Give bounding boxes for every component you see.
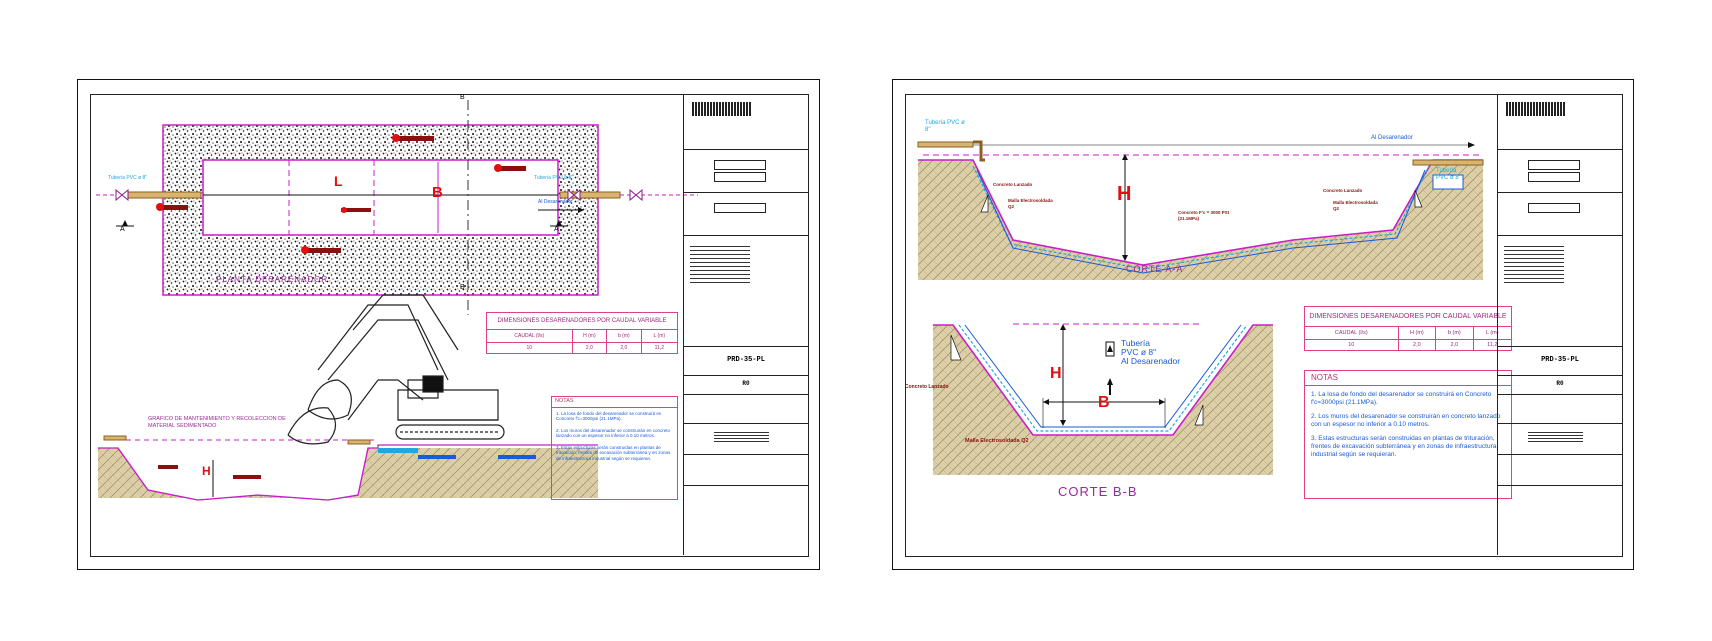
left-notes-box: NOTAS 1. La losa de fondo del desarenado… — [551, 396, 678, 500]
left-drawing-sheet: PLANTA DESARENADOR L B B B A A Tubería P… — [77, 79, 820, 570]
left-drawing-code: PRD-35-PL — [727, 356, 765, 364]
right-bb-dim-h: H — [1050, 365, 1062, 382]
right-dimensions-table: DIMENSIONES DESARENADORES POR CAUDAL VAR… — [1304, 306, 1512, 351]
right-bb-tuberia-1: Tubería — [1121, 338, 1150, 348]
left-dim-l: L — [334, 173, 343, 189]
right-table-data-row: 10 2,0 2,0 11,2 — [1305, 340, 1511, 350]
right-note-3: 3. Estas estructuras serán construidas e… — [1311, 435, 1497, 458]
right-table-cell-l: 11,2 — [1487, 342, 1498, 348]
left-note-3: 3. Estas estructuras serán construidas e… — [556, 444, 671, 461]
left-al-desarenador: Al Desarenador — [538, 199, 573, 205]
left-table-header-row: CAUDAL (l/s) H (m) b (m) L (m) — [487, 330, 678, 343]
right-note-1: 1. La losa de fondo del desarenador se c… — [1311, 391, 1492, 406]
left-notes-title: NOTAS — [552, 397, 677, 408]
right-sheet-inner-frame — [905, 94, 1623, 557]
right-aa-malla: Malla Electrosoldada Q2 — [1008, 198, 1053, 209]
left-section-a-left: A — [120, 226, 125, 233]
left-table-header-h: H (m) — [572, 330, 608, 343]
left-logo-block — [692, 102, 752, 116]
left-table-title: DIMENSIONES DESARENADORES POR CAUDAL VAR… — [487, 313, 677, 330]
right-bb-tuberia-2: PVC ø 8" — [1121, 347, 1157, 357]
left-tuberia-in: Tubería PVC ø 8" — [108, 175, 148, 181]
left-revision: R0 — [742, 380, 750, 387]
right-bb-concreto-lanzado: Concreto Lanzado — [905, 384, 949, 390]
left-note-1: 1. La losa de fondo del desarenador se c… — [556, 410, 662, 422]
left-plan-title: PLANTA DESARENADOR — [216, 275, 329, 284]
right-revision: R0 — [1556, 380, 1564, 387]
right-bb-dim-b: B — [1098, 394, 1110, 411]
right-table-cell-h: 2,0 — [1399, 340, 1437, 350]
left-section-b-top: B — [460, 94, 465, 101]
left-table-header-l: L (m) — [641, 330, 678, 343]
left-table-header-caudal: CAUDAL (l/s) — [487, 330, 573, 343]
right-note-2: 2. Los muros del desarenador se construi… — [1311, 413, 1501, 428]
left-sheet-inner-frame — [90, 94, 809, 557]
left-dim-h: H — [202, 464, 211, 478]
right-aa-concreto-fc: Concreto F'c = 3000 PSI (21.1MPa) — [1178, 210, 1229, 221]
left-title-block: PRD-35-PL R0 — [683, 94, 808, 555]
right-aa-al-desarenador: Al Desarenador — [1371, 135, 1413, 141]
right-aa-dim-h: H — [1117, 183, 1132, 205]
right-drawing-code: PRD-35-PL — [1541, 356, 1579, 364]
right-table-title: DIMENSIONES DESARENADORES POR CAUDAL VAR… — [1305, 307, 1511, 327]
right-bb-tuberia-3: Al Desarenador — [1121, 356, 1181, 366]
left-tuberia-out: Tubería PVC ø 8" — [534, 175, 574, 181]
right-notes-box: NOTAS 1. La losa de fondo del desarenado… — [1304, 370, 1512, 499]
right-table-header-b: b (m) — [1436, 327, 1474, 340]
right-notes-title: NOTAS — [1305, 371, 1511, 386]
right-table-cell-caudal: 10 — [1305, 340, 1399, 350]
right-drawing-sheet: CORTE A-A CORTE B-B H H B Tubería PVC ø … — [892, 79, 1634, 570]
right-bb-malla: Malla Electrosoldada Q2 — [965, 438, 1029, 444]
right-aa-tuberia-out: Tubería PVC ø 8" — [1436, 168, 1461, 181]
left-table-data-row: 10 2,0 2,0 11,2 — [487, 343, 677, 353]
left-note-2: 2. Los muros del desarenador se construi… — [556, 427, 671, 439]
right-aa-concreto-lanzado: Concreto Lanzado — [993, 182, 1033, 187]
right-aa-malla-right: Malla Electrosoldada Q2 — [1333, 200, 1378, 211]
right-table-cell-b: 2,0 — [1436, 340, 1474, 350]
right-logo-block — [1506, 102, 1566, 116]
right-sections-drawing — [917, 140, 1484, 475]
left-table-header-b: b (m) — [607, 330, 642, 343]
right-title-block: PRD-35-PL R0 — [1497, 94, 1622, 555]
left-plan-drawing — [96, 100, 698, 501]
left-table-cell-l: 11,2 — [654, 345, 664, 351]
left-grafico-title: GRAFICO DE MANTENIMIENTO Y RECOLECCION D… — [148, 416, 286, 429]
right-table-header-caudal: CAUDAL (l/s) — [1305, 327, 1399, 340]
left-dim-b: B — [432, 184, 443, 201]
left-table-cell-caudal: 10 — [487, 343, 573, 353]
right-corte-bb-title: CORTE B-B — [1058, 484, 1138, 499]
right-table-header-l: L (m) — [1473, 327, 1512, 340]
left-section-a-right: A — [554, 226, 559, 233]
right-table-header-row: CAUDAL (l/s) H (m) b (m) L (m) — [1305, 327, 1512, 340]
right-corte-aa-title: CORTE A-A — [1126, 264, 1184, 274]
right-aa-concreto-lanzado-right: Concreto Lanzado — [1323, 188, 1363, 193]
left-dimensions-table: DIMENSIONES DESARENADORES POR CAUDAL VAR… — [486, 312, 678, 354]
left-table-cell-b: 2,0 — [607, 343, 642, 353]
right-table-header-h: H (m) — [1398, 327, 1437, 340]
left-section-b-bottom: B — [460, 284, 465, 291]
right-aa-tuberia-in: Tubería PVC ø 8" — [925, 120, 965, 133]
left-table-cell-h: 2,0 — [573, 343, 608, 353]
